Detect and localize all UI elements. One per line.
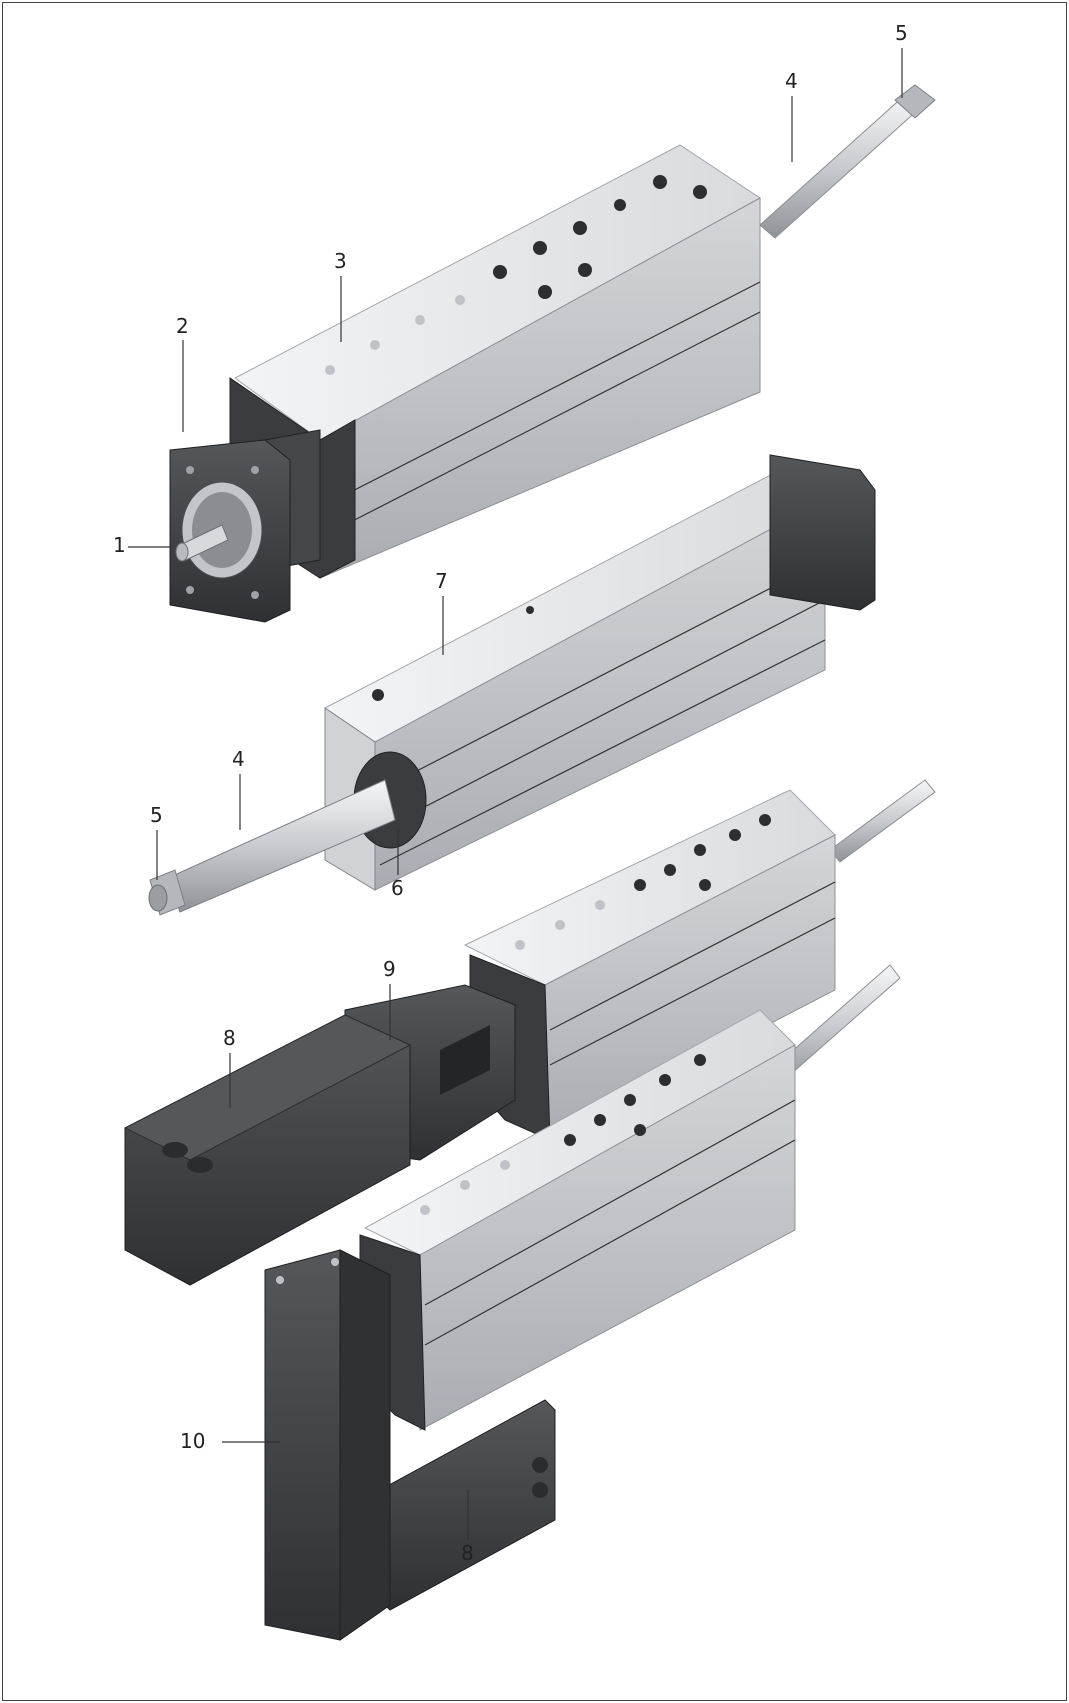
rear-flange [769,454,876,611]
callout-4-top: 4 [785,69,798,93]
actuator-top [169,84,936,623]
callout-5-top: 5 [895,21,908,45]
callouts: 1 2 3 4 5 7 4 5 6 9 8 10 8 [113,21,908,1565]
rod-end [894,84,936,119]
actuator-middle [148,454,876,916]
mounting-holes [325,175,707,375]
actuator-inline-motor [123,779,936,1286]
piston-rod [759,94,921,239]
callout-6: 6 [391,876,404,900]
callout-2: 2 [176,314,189,338]
callout-8-upper: 8 [223,1026,236,1050]
motor-connector [162,1142,188,1158]
callout-8-lower: 8 [461,1541,474,1565]
callout-3: 3 [334,249,347,273]
callout-5-mid: 5 [150,803,163,827]
callout-9: 9 [383,957,396,981]
actuator-parallel-motor [264,964,901,1641]
callout-4-mid: 4 [232,747,245,771]
callout-10: 10 [180,1429,205,1453]
callout-1: 1 [113,533,126,557]
piston-rod [829,779,936,863]
callout-7: 7 [435,569,448,593]
